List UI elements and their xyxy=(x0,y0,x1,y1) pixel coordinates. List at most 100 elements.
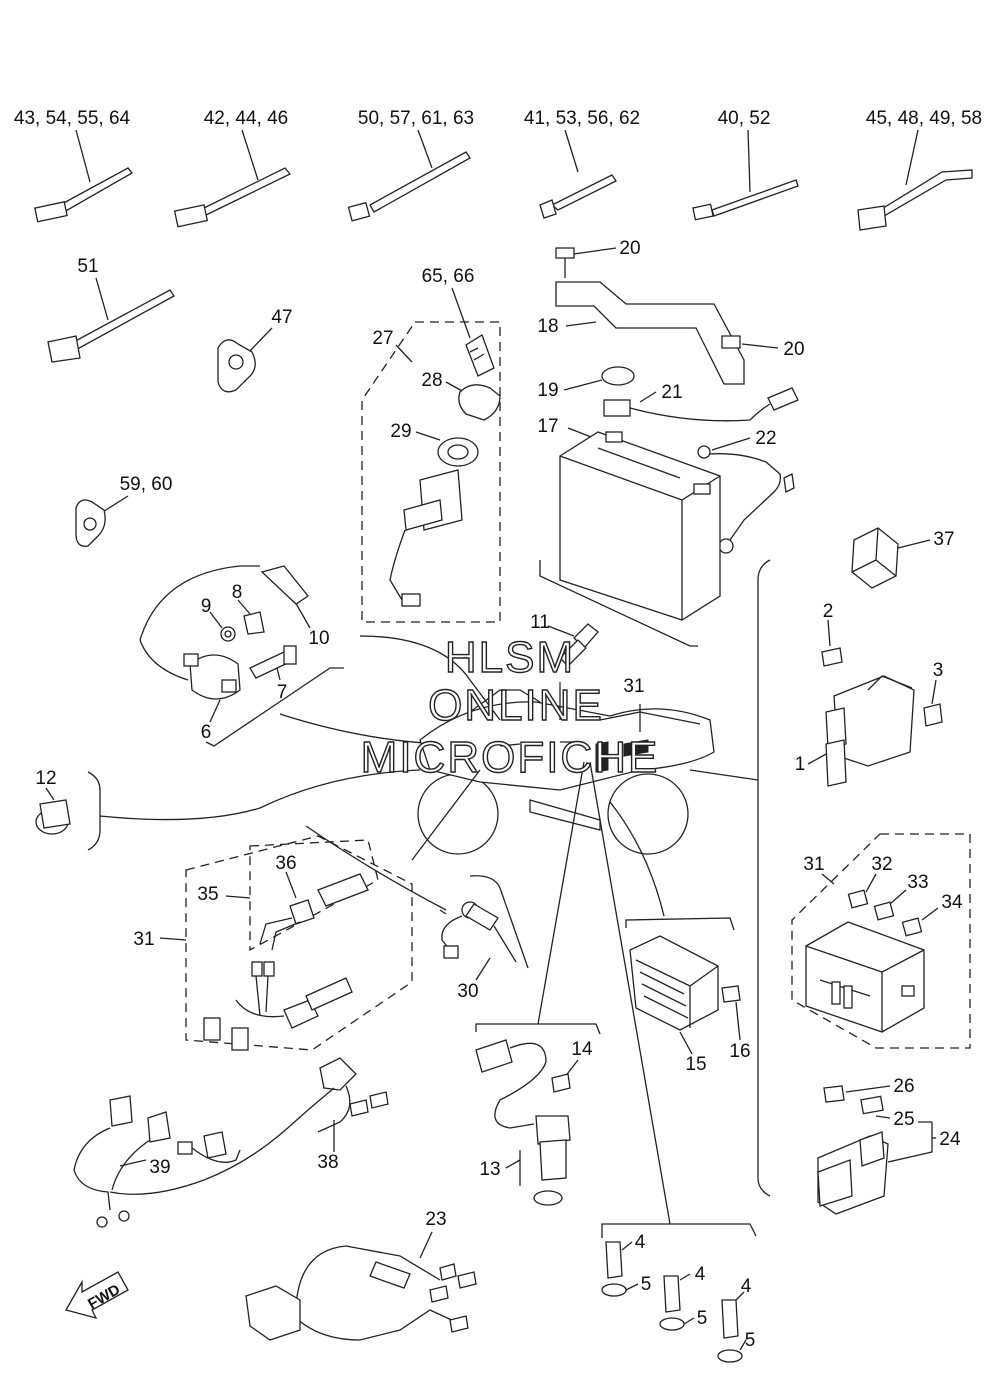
callout-label: 30 xyxy=(457,981,478,1002)
battery-band-18-part xyxy=(555,281,745,385)
callout-label: 5 xyxy=(697,1308,708,1329)
clamp-59-part xyxy=(75,495,129,547)
callout-label: 37 xyxy=(933,529,954,550)
callout-label: 4 xyxy=(695,1264,706,1285)
nut-29-part xyxy=(415,431,479,467)
fuse-33-part xyxy=(873,889,907,921)
switch-12-bracket xyxy=(87,771,101,851)
rectifier-bracket xyxy=(625,917,735,931)
callout-label: 25 xyxy=(893,1109,914,1130)
relay-24-part xyxy=(817,1121,936,1215)
switch-12-part xyxy=(35,787,71,835)
bolt-26-part xyxy=(823,1085,891,1103)
callout-label: 41, 53, 56, 62 xyxy=(524,108,640,129)
key-part xyxy=(451,287,495,377)
callout-label: 29 xyxy=(390,421,411,442)
callout-label: 31 xyxy=(623,676,644,697)
callout-label: 10 xyxy=(308,628,329,649)
battery-lead-22-part xyxy=(697,437,795,554)
spark-plug-11-part xyxy=(547,623,599,667)
wire-harness-31-outline xyxy=(185,835,413,1051)
cable-tie-42-part xyxy=(173,129,292,228)
callout-label: 24 xyxy=(939,1129,961,1150)
cdi-unit-1-part xyxy=(807,675,915,787)
callout-label: 11 xyxy=(530,612,550,633)
callout-label: 4 xyxy=(635,1232,646,1253)
fuse-box-body-part xyxy=(805,921,925,1033)
callout-label: 19 xyxy=(537,380,558,401)
ignition-coil-6-part xyxy=(183,653,241,723)
washer-9-part xyxy=(209,611,236,642)
main-switch-body-part xyxy=(389,469,463,607)
watermark-line-1: HLSM xyxy=(445,633,575,682)
callout-labels: 43, 54, 55, 64 42, 44, 46 50, 57, 61, 63… xyxy=(14,108,982,1351)
cable-tie-43-part xyxy=(34,129,133,223)
sub-assembly-35-outline xyxy=(249,839,379,952)
callout-label: 59, 60 xyxy=(120,474,173,495)
coil-bracket-line-2 xyxy=(205,667,344,747)
wire-harness-38-part xyxy=(109,1057,389,1195)
callout-label: 32 xyxy=(871,854,892,875)
callout-label: 51 xyxy=(77,256,98,277)
cable-tie-51-part xyxy=(47,277,175,363)
sensor-13-part xyxy=(505,1115,571,1206)
callout-label: 40, 52 xyxy=(718,108,771,129)
callout-label: 9 xyxy=(201,596,212,617)
sensor-bracket xyxy=(475,1023,601,1035)
callout-label: 14 xyxy=(571,1039,593,1060)
callout-label: 1 xyxy=(795,754,806,775)
cap-19-part xyxy=(563,366,635,391)
callout-label: 43, 54, 55, 64 xyxy=(14,108,131,129)
cable-tie-45-part xyxy=(857,129,973,231)
callout-label: 4 xyxy=(741,1276,752,1297)
switch-cap-28-part xyxy=(445,381,501,421)
callout-label: 50, 57, 61, 63 xyxy=(358,108,474,129)
battery-lead-21-part xyxy=(603,387,799,422)
bolt-4a-part xyxy=(601,1241,639,1297)
fuse-25-part xyxy=(860,1095,891,1119)
callout-label: 35 xyxy=(197,884,218,905)
watermark: HLSM ONLINE MICROFICHE xyxy=(360,632,660,782)
cap-10-part xyxy=(260,565,311,629)
callout-label: 39 xyxy=(149,1157,170,1178)
callout-label: 31 xyxy=(803,854,824,875)
sensor-harness-part xyxy=(475,1039,547,1129)
switch-30-part xyxy=(441,901,517,981)
callout-label: 3 xyxy=(933,660,944,681)
bolt-20b-part xyxy=(721,335,779,349)
callout-label: 65, 66 xyxy=(422,266,475,287)
rectifier-15-part xyxy=(629,935,719,1055)
callout-label: 26 xyxy=(893,1076,914,1097)
fuse-box-31-outline xyxy=(791,833,971,1049)
bolt-4b-part xyxy=(659,1273,695,1331)
relay-37-part xyxy=(851,527,931,589)
cable-tie-41-part xyxy=(539,129,617,219)
callout-label: 45, 48, 49, 58 xyxy=(866,108,982,129)
callout-label: 15 xyxy=(685,1054,706,1075)
nut-3-part xyxy=(923,679,943,727)
bolt-4c-part xyxy=(717,1291,747,1363)
callout-label: 5 xyxy=(745,1330,756,1351)
callout-label: 12 xyxy=(35,768,56,789)
callout-label: 18 xyxy=(537,316,558,337)
main-switch-group-outline xyxy=(361,321,501,623)
bolt-8-part xyxy=(237,599,265,635)
clamp-47-part xyxy=(217,327,273,393)
callout-label: 31 xyxy=(133,929,154,950)
cable-tie-50-part xyxy=(347,129,471,222)
callout-label: 38 xyxy=(317,1152,338,1173)
callout-label: 2 xyxy=(823,601,834,622)
callout-label: 28 xyxy=(421,370,442,391)
callout-label: 22 xyxy=(755,428,776,449)
right-bracket-line xyxy=(757,559,771,1197)
bolt-16-part xyxy=(721,985,741,1041)
bolt-2-part xyxy=(821,619,843,667)
callout-label: 27 xyxy=(372,328,393,349)
tube-36-part xyxy=(259,871,369,951)
wire-harness-23-part xyxy=(245,1231,477,1341)
watermark-line-3: MICROFICHE xyxy=(361,733,660,782)
bolt-7-part xyxy=(249,645,297,681)
callout-label: 47 xyxy=(271,307,292,328)
